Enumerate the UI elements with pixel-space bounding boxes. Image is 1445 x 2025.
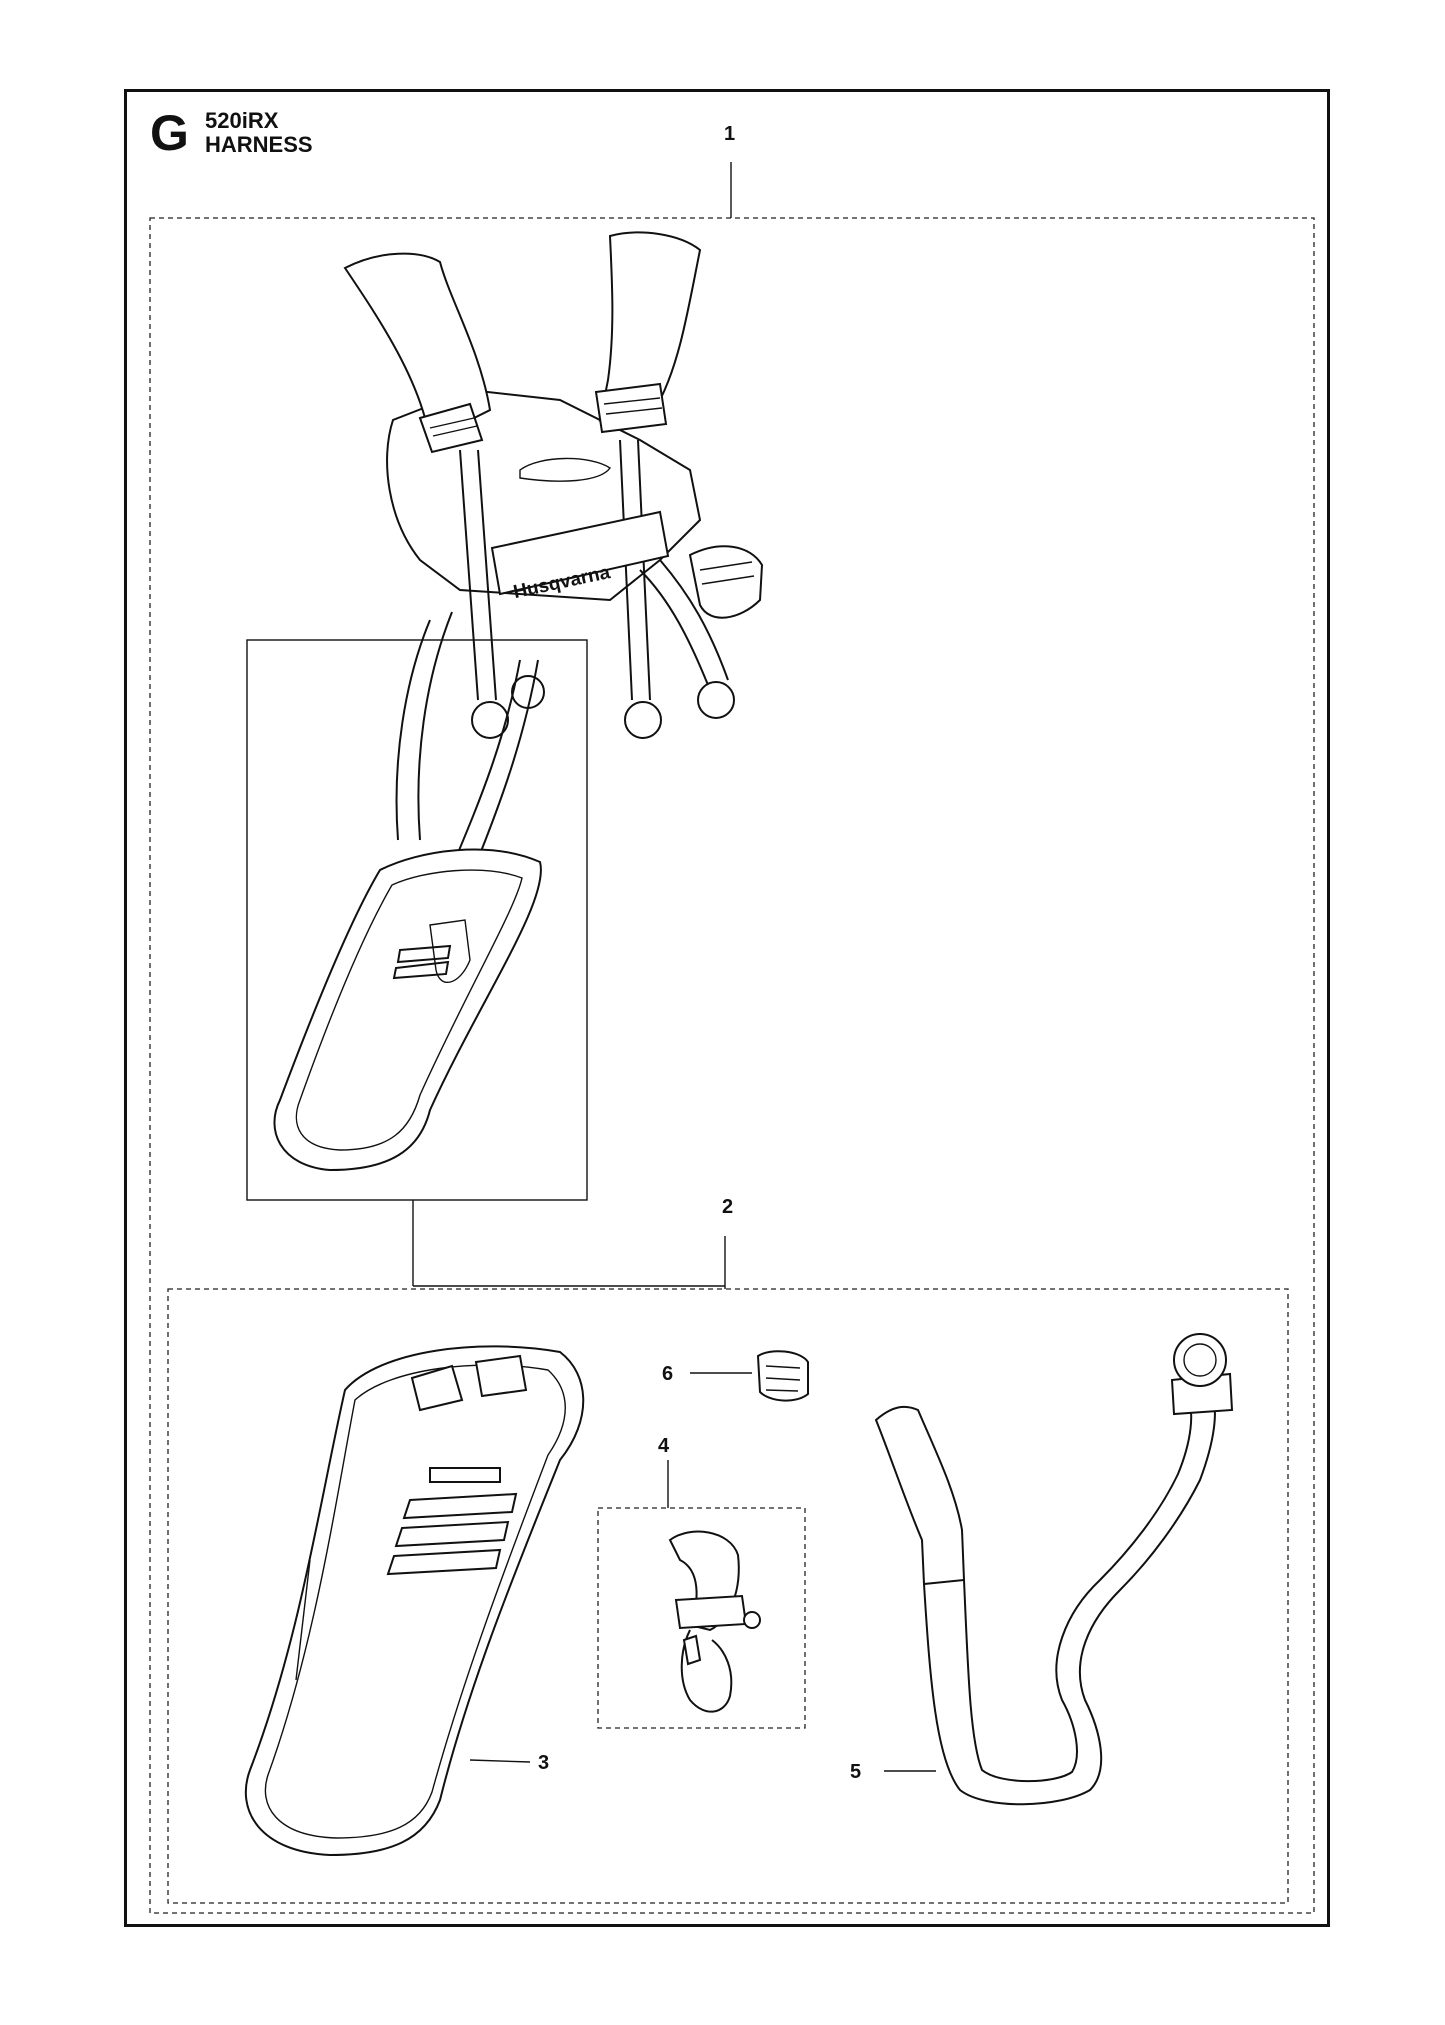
- page-title: HARNESS: [205, 132, 313, 157]
- assembly-2-box: [167, 1288, 1289, 1904]
- assembly-1-box: [149, 217, 1315, 1914]
- harness-illustration: Husqvarna: [273, 231, 764, 1172]
- page-frame: [124, 89, 1330, 1927]
- part-3-hip-pad: [244, 1345, 585, 1857]
- callout-1: 1: [724, 123, 736, 145]
- detail-window: [246, 639, 588, 1201]
- callout-2: 2: [722, 1196, 734, 1218]
- callout-5: 5: [850, 1761, 862, 1783]
- part-4-hook: [668, 1530, 761, 1713]
- callout-6: 6: [662, 1363, 674, 1385]
- section-letter: G: [150, 105, 189, 161]
- callout-3: 3: [538, 1752, 550, 1774]
- model-name: 520iRX: [205, 108, 279, 133]
- callout-4: 4: [658, 1435, 670, 1457]
- part-4-box: [597, 1507, 806, 1729]
- part-5-strap: [874, 1333, 1234, 1806]
- part-6-buckle: [690, 1350, 809, 1402]
